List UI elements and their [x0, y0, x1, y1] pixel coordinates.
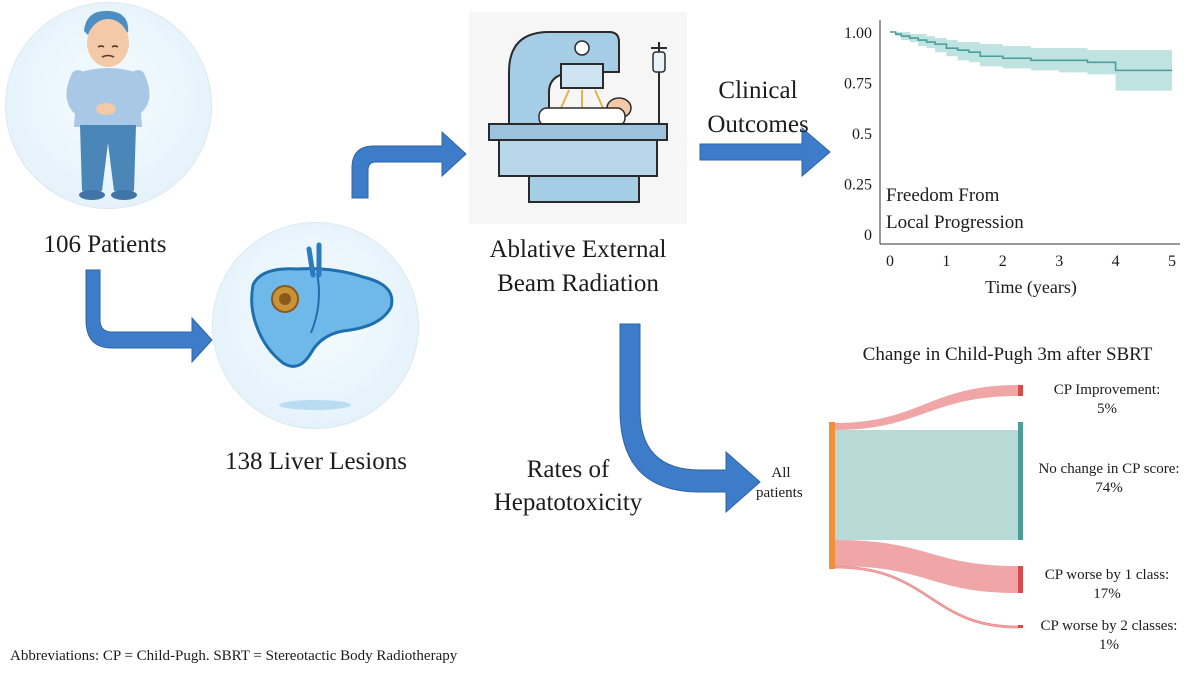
radiation-illustration: [488, 31, 668, 203]
abbreviations-footnote: Abbreviations: CP = Child-Pugh. SBRT = S…: [10, 648, 458, 664]
lesions-label: 138 Liver Lesions: [225, 448, 407, 475]
hepatotox-label-line1: Rates of: [526, 456, 610, 483]
patient-illustration: [66, 10, 150, 200]
sankey-target-label-worse1: CP worse by 1 class: 17%: [1022, 566, 1192, 604]
km-y-tick-label: 0.5: [852, 126, 872, 143]
sankey-target-bar-no-change: [1018, 422, 1023, 540]
sankey-target-label-no-change: No change in CP score: 74%: [1022, 460, 1196, 498]
sankey-flow-improvement: [835, 385, 1018, 430]
km-y-tick-label: 0: [864, 227, 872, 244]
sankey-source-bar: [829, 422, 835, 569]
sankey-target-pct: 74%: [1095, 479, 1123, 496]
sankey-source-label-line2: patients: [756, 485, 803, 501]
radiation-label-line2: Beam Radiation: [497, 270, 659, 297]
radiation-panel: [469, 12, 687, 224]
km-confidence-band: [890, 32, 1172, 91]
sankey-diagram: [829, 385, 1023, 629]
sankey-source-label-line1: All: [771, 465, 791, 481]
liver-illustration: [250, 242, 394, 410]
sankey-target-name: CP Improvement:: [1053, 382, 1161, 398]
km-x-tick-label: 1: [942, 253, 950, 270]
outcomes-label-line2: Outcomes: [707, 111, 809, 138]
radiation-label-line1: Ablative External: [489, 236, 667, 263]
km-x-tick-label: 3: [1055, 253, 1063, 270]
km-x-tick-label: 0: [886, 253, 894, 270]
km-y-tick-label: 0.75: [844, 76, 872, 93]
outcomes-label-line1: Clinical: [718, 77, 798, 104]
sankey-target-bar-worse1: [1018, 566, 1023, 593]
sankey-flow-no-change: [835, 430, 1018, 540]
sankey-target-label-worse2: CP worse by 2 classes: 1%: [1022, 617, 1196, 655]
sankey-title: Change in Child-Pugh 3m after SBRT: [862, 344, 1153, 365]
km-annotation-line1: Freedom From: [886, 185, 1000, 206]
km-y-tick-label: 0.25: [844, 177, 872, 194]
sankey-target-pct: 1%: [1099, 636, 1119, 653]
km-survival-line: [890, 31, 1172, 72]
sankey-target-pct: 17%: [1093, 585, 1121, 602]
km-x-label: Time (years): [985, 277, 1077, 298]
patient-circle: [5, 2, 212, 209]
arrow-to-hepatotoxicity: [619, 323, 761, 514]
sankey-target-pct: 5%: [1097, 400, 1117, 417]
sankey-flow-worse1: [835, 540, 1018, 593]
sankey-target-bar-worse2: [1018, 625, 1023, 628]
km-annotation-line2: Local Progression: [886, 212, 1024, 233]
km-x-tick-label: 4: [1112, 253, 1120, 270]
arrow-liver-to-radiation: [351, 130, 467, 199]
sankey-target-bar-improvement: [1018, 385, 1023, 396]
km-x-tick-label: 5: [1168, 253, 1176, 270]
km-chart: 1.00 0.75 0.5 0.25 0 0 1 2 3 4 5 Freedom From Loc…: [844, 20, 1180, 298]
liver-circle: [212, 222, 419, 429]
sankey-target-name: CP worse by 1 class:: [1044, 567, 1170, 583]
km-y-tick-label: 1.00: [844, 25, 872, 42]
sankey-target-name: No change in CP score:: [1038, 461, 1180, 477]
arrow-patients-to-liver: [85, 269, 213, 364]
sankey-target-label-improvement: CP Improvement: 5%: [1022, 381, 1192, 419]
sankey-target-name: CP worse by 2 classes:: [1040, 618, 1178, 634]
patients-label: 106 Patients: [43, 231, 167, 258]
arrow-to-outcomes: [699, 126, 831, 178]
hepatotox-label-line2: Hepatotoxicity: [493, 489, 643, 516]
km-x-tick-label: 2: [999, 253, 1007, 270]
